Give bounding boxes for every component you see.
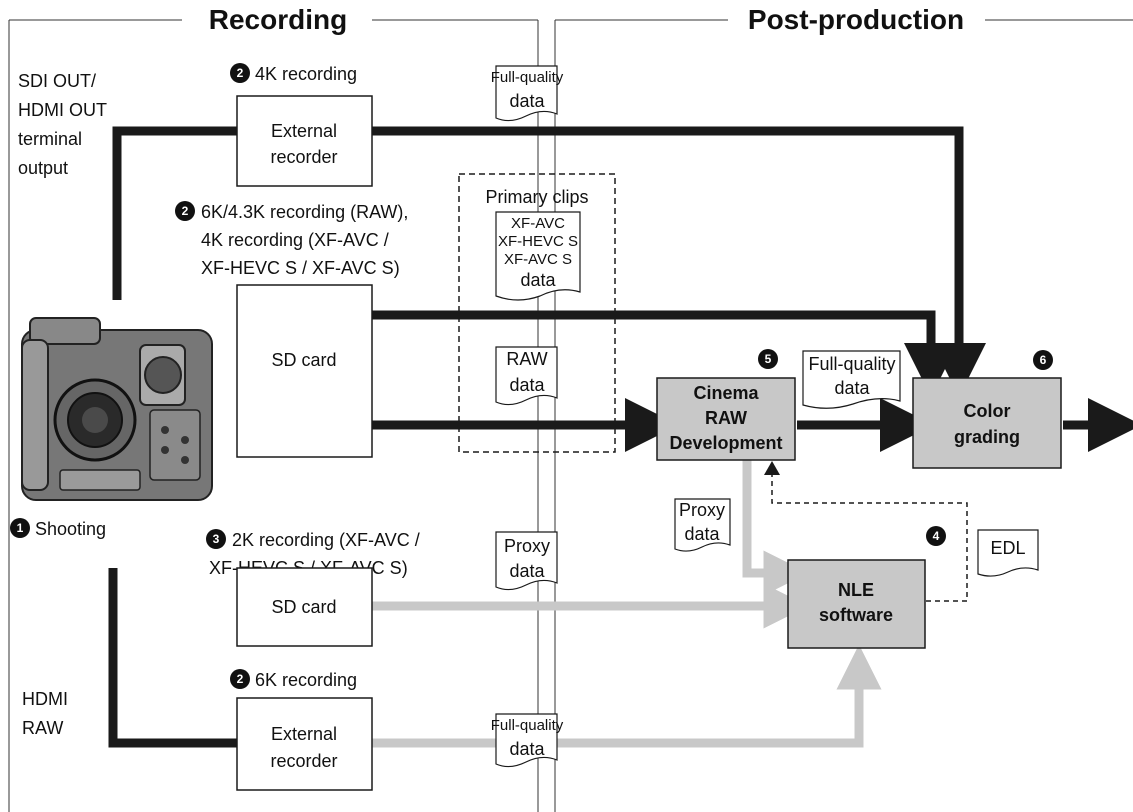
doc-proxy-right: Proxy data [674, 498, 731, 552]
svg-text:recorder: recorder [270, 751, 337, 771]
doc-proxy-mid: Proxy data [495, 531, 558, 591]
svg-text:HDMI OUT: HDMI OUT [18, 100, 107, 120]
svg-text:Full-quality: Full-quality [491, 717, 564, 734]
svg-text:SD card: SD card [271, 597, 336, 617]
svg-text:2K recording (XF-AVC /: 2K recording (XF-AVC / [232, 530, 420, 550]
doc-edl: EDL [977, 529, 1039, 577]
svg-text:External: External [271, 724, 337, 744]
rec-4k-caption: 4K recording [255, 64, 357, 84]
svg-text:EDL: EDL [990, 538, 1025, 558]
svg-text:XF-HEVC S / XF-AVC S): XF-HEVC S / XF-AVC S) [201, 258, 400, 278]
svg-text:Cinema: Cinema [693, 383, 759, 403]
svg-text:data: data [684, 524, 720, 544]
svg-text:RAW: RAW [506, 349, 547, 369]
svg-text:output: output [18, 158, 68, 178]
badge-3 [206, 529, 226, 549]
edl-arrowhead [764, 461, 780, 475]
svg-text:2: 2 [182, 204, 189, 218]
doc-full-quality-bottom: Full-quality data [491, 713, 564, 768]
svg-text:grading: grading [954, 427, 1020, 447]
edl-path [771, 475, 968, 602]
svg-text:SDI OUT/: SDI OUT/ [18, 71, 96, 91]
doc-primary-clips: XF-AVC XF-HEVC S XF-AVC S data [495, 211, 581, 301]
badge-5 [758, 349, 778, 369]
sd-card-box-2: SD card [236, 567, 373, 647]
nle-software-box: NLE software [787, 559, 926, 649]
svg-text:Proxy: Proxy [679, 500, 725, 520]
svg-text:External: External [271, 121, 337, 141]
svg-text:6K/4.3K recording (RAW),: 6K/4.3K recording (RAW), [201, 202, 408, 222]
svg-text:2: 2 [237, 66, 244, 80]
shooting-label: Shooting [35, 519, 106, 539]
full-quality-paths [108, 126, 1133, 748]
svg-text:4K recording (XF-AVC /: 4K recording (XF-AVC / [201, 230, 389, 250]
svg-text:Full-quality: Full-quality [491, 69, 564, 86]
svg-text:data: data [509, 91, 545, 111]
svg-text:5: 5 [765, 352, 772, 366]
badge-6 [1033, 350, 1053, 370]
doc-full-quality-top: Full-quality data [491, 65, 564, 122]
svg-text:data: data [509, 561, 545, 581]
svg-text:recorder: recorder [270, 147, 337, 167]
svg-text:1: 1 [17, 521, 24, 535]
svg-text:XF-AVC S: XF-AVC S [504, 251, 572, 268]
svg-text:6: 6 [1040, 353, 1047, 367]
primary-clips-title: Primary clips [485, 187, 588, 207]
external-recorder-bottom: External recorder [236, 697, 373, 791]
svg-text:data: data [834, 378, 870, 398]
badge-2a [230, 63, 250, 83]
svg-text:data: data [509, 375, 545, 395]
svg-text:data: data [509, 739, 545, 759]
svg-text:HDMI: HDMI [22, 689, 68, 709]
post-production-header: Post-production [748, 4, 964, 35]
color-grading-box: Color grading [912, 377, 1062, 469]
svg-text:XF-AVC: XF-AVC [511, 215, 565, 232]
badge-4 [926, 526, 946, 546]
proxy-paths [372, 460, 882, 748]
svg-text:Color: Color [964, 401, 1011, 421]
doc-raw: RAW data [495, 346, 558, 406]
svg-text:Development: Development [669, 433, 782, 453]
sd-card-box-1: SD card [236, 284, 373, 458]
badge-2c [230, 669, 250, 689]
svg-text:Full-quality: Full-quality [808, 354, 895, 374]
doc-full-quality-right: Full-quality data [802, 350, 901, 409]
svg-text:RAW: RAW [705, 408, 747, 428]
svg-text:4: 4 [933, 529, 940, 543]
cinema-raw-development-box: Cinema RAW Development [656, 377, 796, 461]
svg-text:SD card: SD card [271, 350, 336, 370]
svg-text:software: software [819, 605, 893, 625]
recording-header: Recording [209, 4, 347, 35]
badge-1 [10, 518, 30, 538]
svg-text:2: 2 [237, 672, 244, 686]
rec-6k43-caption: 6K/4.3K recording (RAW), 4K recording (X… [201, 202, 408, 278]
svg-text:XF-HEVC S: XF-HEVC S [498, 233, 578, 250]
sdi-out-label: SDI OUT/ HDMI OUT terminal output [18, 71, 107, 178]
badge-2b [175, 201, 195, 221]
svg-text:terminal: terminal [18, 129, 82, 149]
rec-6k-caption: 6K recording [255, 670, 357, 690]
svg-text:NLE: NLE [838, 580, 874, 600]
svg-text:RAW: RAW [22, 718, 63, 738]
hdmi-raw-label: HDMI RAW [22, 689, 68, 738]
camera-illustration [21, 317, 213, 501]
svg-text:Proxy: Proxy [504, 536, 550, 556]
frame [8, 19, 1133, 812]
svg-text:3: 3 [213, 532, 220, 546]
primary-clips-group [458, 173, 616, 453]
external-recorder-top: External recorder [236, 95, 373, 187]
svg-text:data: data [520, 270, 556, 290]
